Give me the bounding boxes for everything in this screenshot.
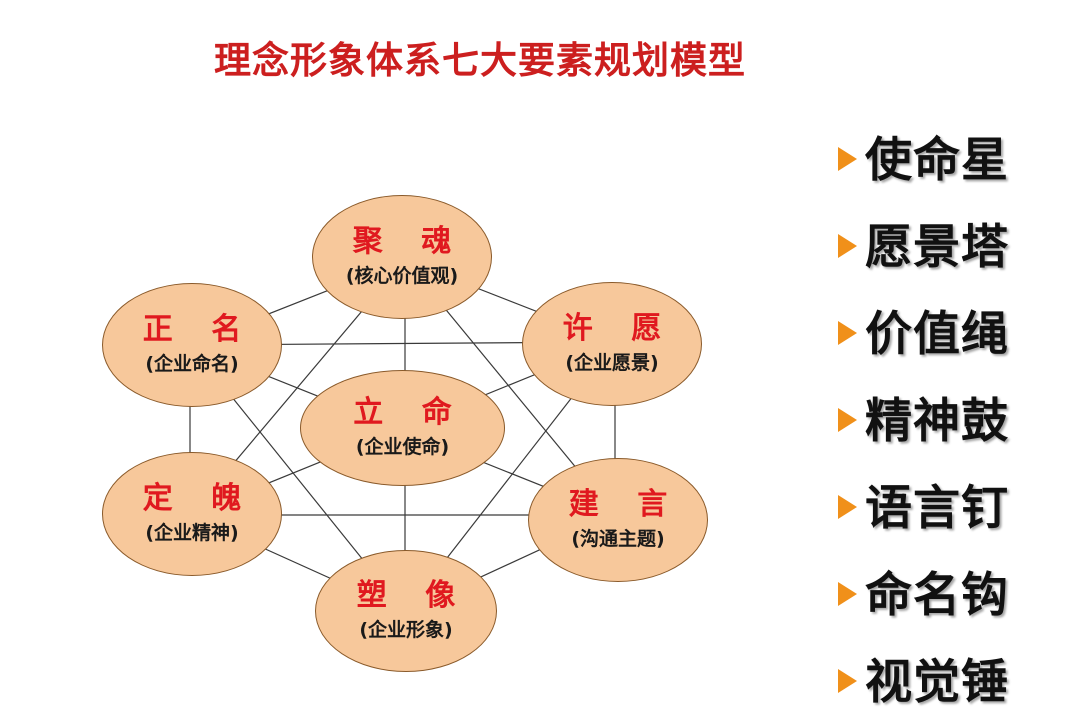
arrow-bullet-icon (838, 407, 857, 432)
arrow-bullet-icon (838, 320, 857, 345)
node-xuyuan: 许 愿 (企业愿景) (522, 282, 702, 406)
list-item: 命名钩 (838, 547, 1009, 634)
element-label: 使命星 (865, 133, 1009, 188)
node-subtitle: (企业命名) (145, 352, 239, 375)
node-dingpo: 定 魄 (企业精神) (102, 452, 282, 576)
list-item: 价值绳 (838, 286, 1009, 373)
node-subtitle: (企业精神) (145, 521, 239, 544)
element-label: 命名钩 (865, 568, 1009, 623)
node-subtitle: (核心价值观) (345, 264, 459, 287)
element-label: 语言钉 (865, 481, 1009, 536)
node-subtitle: (企业使命) (355, 435, 450, 458)
node-jianyan: 建 言 (沟通主题) (528, 458, 708, 582)
arrow-bullet-icon (838, 233, 857, 258)
node-zhengming: 正 名 (企业命名) (102, 283, 282, 407)
element-label: 价值绳 (865, 307, 1009, 362)
element-label: 愿景塔 (865, 220, 1009, 275)
node-subtitle: (企业愿景) (565, 351, 659, 374)
node-title: 许 愿 (562, 311, 676, 347)
node-subtitle: (沟通主题) (571, 527, 665, 550)
arrow-bullet-icon (838, 146, 857, 171)
arrow-bullet-icon (838, 494, 857, 519)
node-subtitle: (企业形象) (359, 618, 453, 641)
node-suxiang: 塑 像 (企业形象) (315, 550, 497, 672)
node-title: 塑 像 (356, 578, 470, 614)
elements-list: 使命星 愿景塔 价值绳 精神鼓 语言钉 命名钩 视觉锤 (838, 112, 1009, 721)
arrow-bullet-icon (838, 581, 857, 606)
node-juhun: 聚 魂 (核心价值观) (312, 195, 492, 319)
node-title: 正 名 (142, 312, 256, 348)
list-item: 语言钉 (838, 460, 1009, 547)
node-title: 建 言 (568, 487, 682, 523)
element-label: 视觉锤 (865, 655, 1009, 710)
list-item: 使命星 (838, 112, 1009, 199)
node-title: 聚 魂 (352, 224, 466, 260)
node-title: 定 魄 (142, 481, 256, 517)
element-label: 精神鼓 (865, 394, 1009, 449)
node-title: 立 命 (353, 395, 466, 431)
arrow-bullet-icon (838, 668, 857, 693)
list-item: 视觉锤 (838, 634, 1009, 721)
page-title: 理念形象体系七大要素规划模型 (214, 39, 746, 82)
node-liming: 立 命 (企业使命) (300, 370, 505, 486)
list-item: 愿景塔 (838, 199, 1009, 286)
list-item: 精神鼓 (838, 373, 1009, 460)
